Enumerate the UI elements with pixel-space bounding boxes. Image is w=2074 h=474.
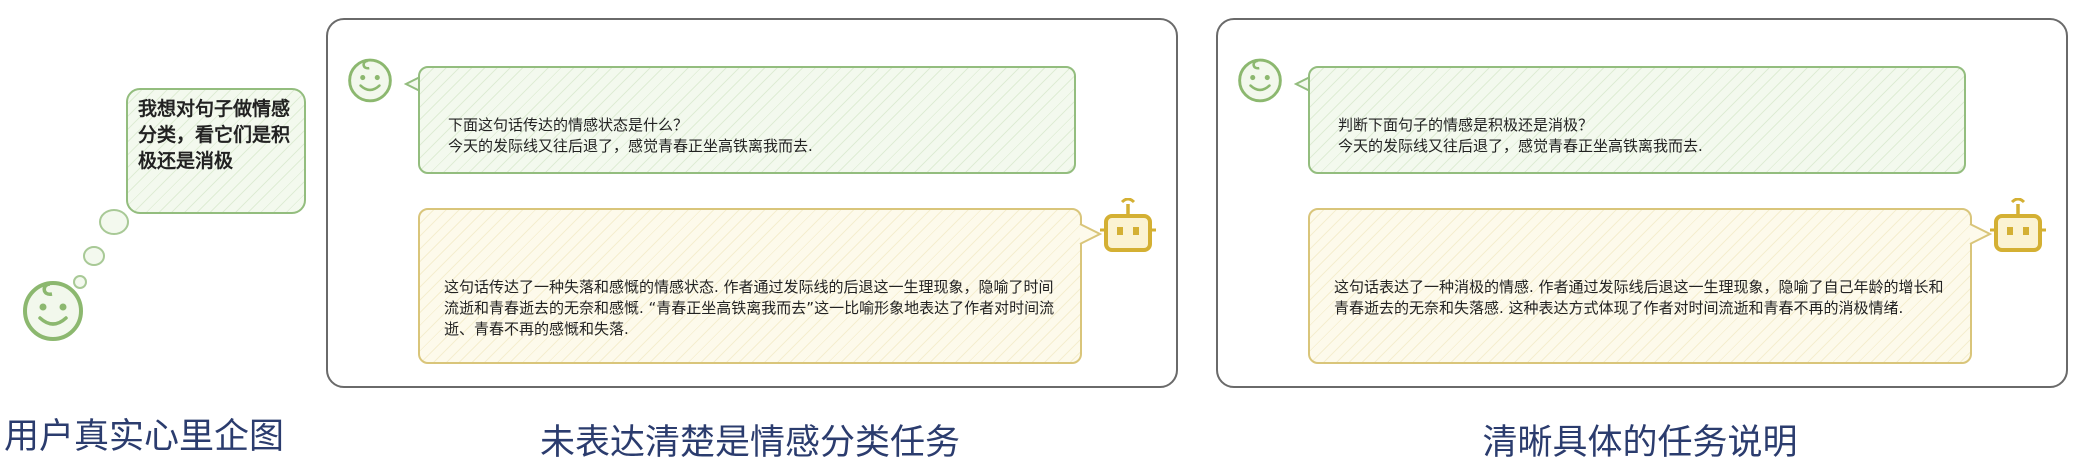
user-face-icon [1238,58,1282,103]
caption-vague: 未表达清楚是情感分类任务 [539,423,960,463]
answer-tail [1969,223,1992,245]
question-text: 判断下面句子的情感是积极还是消极？ 今天的发际线又往后退了，感觉青春正坐高铁离我… [1338,116,1703,155]
thought-bubble: 我想对句子做情感分类，看它们是积极还是消极 [126,88,306,214]
answer-tail [1079,223,1102,245]
question-bubble: 下面这句话传达的情感状态是什么？ 今天的发际线又往后退了，感觉青春正坐高铁离我而… [418,66,1076,174]
answer-bubble: 这句话表达了一种消极的情感. 作者通过发际线后退这一生理现象，隐喻了自己年龄的增… [1308,208,1972,364]
user-face-icon [348,58,392,103]
robot-icon [1990,198,2046,252]
answer-text: 这句话表达了一种消极的情感. 作者通过发际线后退这一生理现象，隐喻了自己年龄的增… [1334,278,1944,317]
question-text: 下面这句话传达的情感状态是什么？ 今天的发际线又往后退了，感觉青春正坐高铁离我而… [448,116,813,155]
question-bubble: 判断下面句子的情感是积极还是消极？ 今天的发际线又往后退了，感觉青春正坐高铁离我… [1308,66,1966,174]
thought-text: 我想对句子做情感分类，看它们是积极还是消极 [138,98,291,172]
caption-clear: 清晰具体的任务说明 [1482,423,1798,463]
thought-dots [73,209,129,289]
user-face-icon [23,281,83,341]
caption-user-intent: 用户真实心里企图 [4,417,285,457]
answer-text: 这句话传达了一种失落和感慨的情感状态. 作者通过发际线的后退这一生理现象，隐喻了… [444,278,1055,338]
robot-icon [1100,198,1156,252]
answer-bubble: 这句话传达了一种失落和感慨的情感状态. 作者通过发际线的后退这一生理现象，隐喻了… [418,208,1082,364]
